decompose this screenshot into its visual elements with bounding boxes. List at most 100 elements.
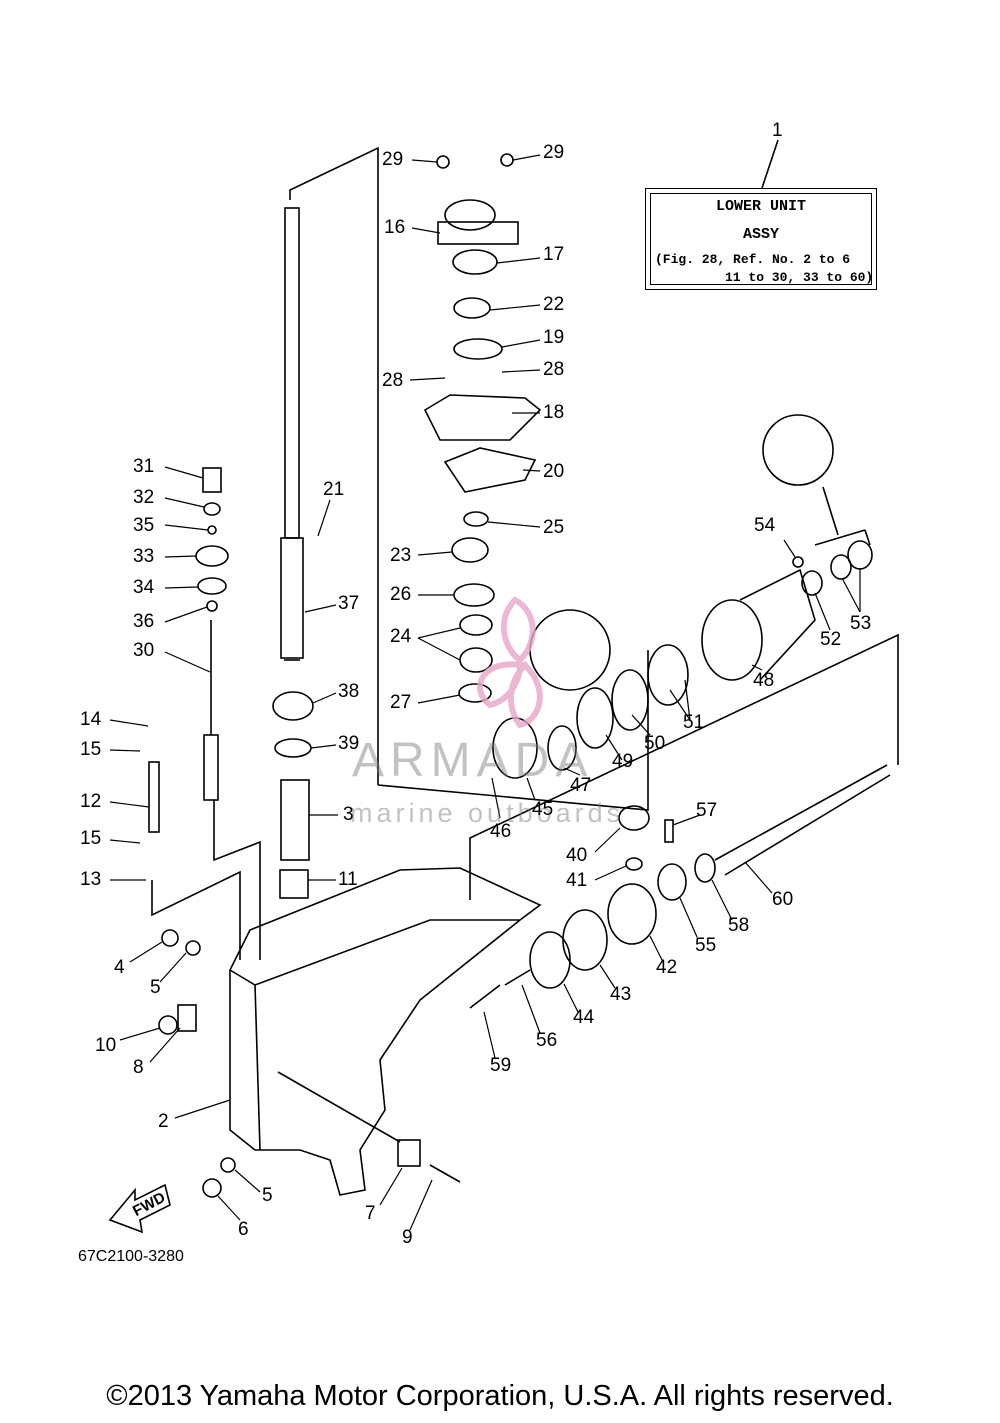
gasket-20	[443, 447, 537, 493]
shift-rod-bracket-line	[151, 870, 241, 960]
callout-label: 8	[133, 1057, 144, 1078]
callout-label: 48	[753, 670, 775, 691]
callout-label: 37	[338, 593, 360, 614]
propeller-shaft	[714, 764, 888, 861]
outer-plate	[423, 394, 542, 441]
copyright-notice: ©2013 Yamaha Motor Corporation, U.S.A. A…	[106, 1380, 894, 1412]
callout-label: 23	[390, 545, 412, 566]
legend-title: LOWER UNIT	[715, 198, 806, 215]
watermark-tagline: marine outboards	[350, 798, 625, 828]
callout-label: 57	[696, 800, 718, 821]
bearing-housing-48	[701, 599, 763, 681]
callout-label: 31	[133, 456, 155, 477]
callout-label: 41	[566, 870, 588, 891]
callout-label: 53	[850, 613, 872, 634]
callout-label: 1	[772, 120, 783, 141]
watermark-brand: ARMADA	[352, 734, 594, 787]
legend-subtitle: ASSY	[742, 226, 779, 243]
callout-label: 34	[133, 577, 155, 598]
pump-housing	[444, 199, 496, 231]
bearing-49	[576, 687, 614, 749]
callout-label: 3	[343, 804, 354, 825]
bearing-43	[562, 909, 608, 971]
legend-ref-line2: 11 to 30, 33 to 60)	[725, 270, 874, 285]
callout-label: 20	[543, 461, 565, 482]
detail-circle-24	[529, 609, 611, 691]
callout-label: 55	[695, 935, 717, 956]
callout-label: 24	[390, 626, 412, 647]
callout-label: 2	[158, 1111, 169, 1132]
callout-label: 36	[133, 611, 155, 632]
callout-label: 32	[133, 487, 155, 508]
callout-label: 52	[820, 629, 842, 650]
callout-label: 38	[338, 681, 360, 702]
callout-label: 33	[133, 546, 155, 567]
callout-label: 16	[384, 217, 406, 238]
callout-label: 39	[338, 733, 360, 754]
watermark-propeller	[477, 596, 543, 729]
fwd-arrow	[108, 1183, 171, 1234]
detail-circle-53	[762, 414, 834, 486]
pinion-40	[618, 805, 650, 831]
callout-label: 58	[728, 915, 750, 936]
callout-label: 29	[382, 149, 404, 170]
callout-label: 46	[490, 821, 512, 842]
insert-cartridge	[452, 249, 498, 275]
callout-label: 54	[754, 515, 776, 536]
callout-label: 15	[80, 739, 102, 760]
callout-label: 43	[610, 984, 632, 1005]
callout-label: 15	[80, 828, 102, 849]
lower-case-housing	[229, 867, 542, 1196]
callout-label: 14	[80, 709, 102, 730]
callout-label: 28	[382, 370, 404, 391]
callout-label: 28	[543, 359, 565, 380]
callout-label: 35	[133, 515, 155, 536]
callout-label: 7	[365, 1203, 376, 1224]
callout-label: 10	[95, 1035, 117, 1056]
callout-label: 40	[566, 845, 588, 866]
shaft-bracket-line	[289, 146, 379, 785]
callout-label: 12	[80, 791, 102, 812]
callout-label: 29	[543, 142, 565, 163]
callout-label: 18	[543, 402, 565, 423]
callout-label: 21	[323, 479, 345, 500]
callout-label: 17	[543, 244, 565, 265]
callout-label: 44	[573, 1007, 595, 1028]
callout-label: 51	[683, 712, 705, 733]
callout-label: 22	[543, 294, 565, 315]
callout-label: 4	[114, 957, 125, 978]
assembly-legend-box: LOWER UNIT ASSY (Fig. 28, Ref. No. 2 to …	[645, 188, 877, 290]
detail-leader	[822, 486, 839, 536]
callout-label: 50	[644, 733, 666, 754]
callout-label: 13	[80, 869, 102, 890]
callout-label: 25	[543, 517, 565, 538]
shift-rod-line	[213, 800, 261, 960]
callout-label: 49	[612, 751, 634, 772]
callout-label: 56	[536, 1030, 558, 1051]
impeller	[453, 297, 491, 319]
figure-code: 67C2100-3280	[78, 1248, 184, 1265]
callout-label: 59	[490, 1055, 512, 1076]
callout-label: 42	[656, 957, 678, 978]
callout-label: 9	[402, 1227, 413, 1248]
callout-label: 27	[390, 692, 412, 713]
callout-label: 26	[390, 584, 412, 605]
callout-label: 19	[543, 327, 565, 348]
callout-label: 47	[570, 775, 592, 796]
callout-label: 11	[338, 869, 358, 890]
callout-label: 45	[532, 799, 554, 820]
forward-gear-42	[607, 883, 657, 945]
oring-19	[453, 338, 503, 360]
legend-ref-line1: (Fig. 28, Ref. No. 2 to 6	[655, 252, 851, 267]
callout-label: 6	[238, 1219, 249, 1240]
callout-label: 60	[772, 889, 794, 910]
callout-label: 5	[262, 1185, 273, 1206]
callout-label: 5	[150, 977, 161, 998]
clutch-dog-55	[657, 863, 687, 901]
propshaft-bracket-line	[469, 633, 899, 900]
drive-shaft	[284, 207, 300, 539]
callout-label: 30	[133, 640, 155, 661]
legend-leader	[761, 139, 779, 189]
